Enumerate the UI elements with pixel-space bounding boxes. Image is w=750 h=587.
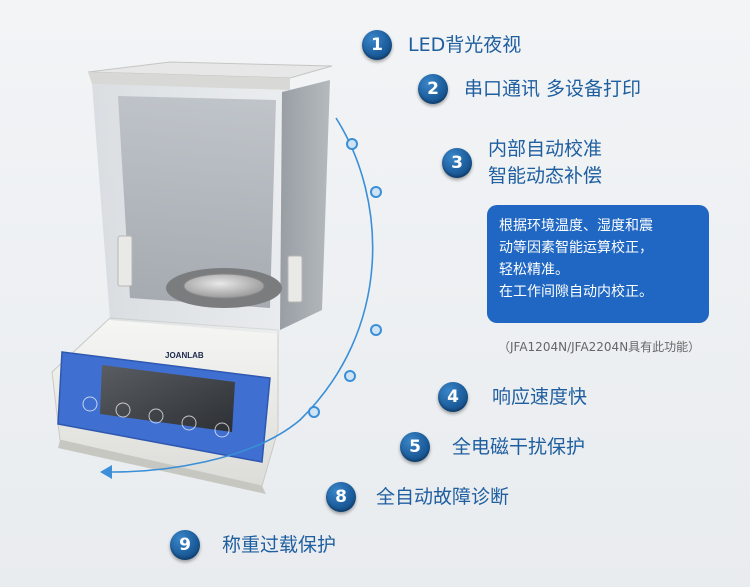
callout-line: 在工作间隙自动内校正。 bbox=[499, 284, 653, 300]
top-cover-front bbox=[88, 72, 290, 90]
feature-number-badge: 9 bbox=[170, 530, 200, 560]
brand-logo: JOANLAB bbox=[165, 351, 204, 360]
power-key-icon bbox=[82, 396, 98, 412]
arc-node bbox=[346, 138, 358, 150]
right-door-handle bbox=[287, 255, 303, 303]
feature-label: 全电磁干扰保护 bbox=[452, 435, 586, 458]
feature-label: 称重过载保护 bbox=[222, 533, 337, 556]
feature-number-badge: 3 bbox=[442, 147, 472, 178]
feature-number-badge: 4 bbox=[438, 382, 468, 412]
callout-line: 动等因素智能运算校正， bbox=[499, 240, 653, 256]
arc-node bbox=[370, 186, 382, 198]
tare-key-icon bbox=[214, 422, 230, 438]
feature-fast-response: 4 响应速度快 bbox=[438, 382, 587, 412]
lcd-display bbox=[100, 365, 235, 432]
feature-label: 串口通讯 多设备打印 bbox=[464, 77, 642, 100]
print-key-icon bbox=[115, 402, 131, 418]
feature-label: 响应速度快 bbox=[492, 385, 588, 408]
feature-label: 全自动故障诊断 bbox=[376, 485, 510, 508]
weighing-pan bbox=[183, 273, 265, 299]
left-door-handle bbox=[117, 235, 133, 287]
feature-serial-printing: 2 串口通讯 多设备打印 bbox=[418, 74, 641, 104]
feature-label: 内部自动校准 bbox=[488, 138, 603, 160]
arc-arrow-icon bbox=[100, 465, 112, 479]
callout-line: 轻松精准。 bbox=[499, 262, 569, 278]
mode-key-icon bbox=[148, 408, 164, 424]
base-edge bbox=[58, 440, 266, 494]
feature-fault-diagnosis: 8 全自动故障诊断 bbox=[326, 482, 509, 512]
feature-internal-calibration: 3 内部自动校准 智能动态补偿 bbox=[442, 136, 602, 189]
feature-number-badge: 8 bbox=[326, 482, 356, 512]
arc-node bbox=[370, 324, 382, 336]
feature-number-badge: 5 bbox=[400, 432, 430, 462]
feature-number-badge: 1 bbox=[362, 30, 392, 60]
glass-back-panel bbox=[118, 96, 276, 308]
cal-key-icon bbox=[181, 415, 197, 431]
model-note: （JFA1204N/JFA2204N具有此功能） bbox=[498, 340, 701, 354]
feature-emi-protection: 5 全电磁干扰保护 bbox=[400, 432, 585, 462]
callout-line: 根据环境温度、湿度和震 bbox=[499, 218, 653, 234]
feature-number-badge: 2 bbox=[418, 74, 448, 104]
calibration-callout: 根据环境温度、湿度和震 动等因素智能运算校正， 轻松精准。 在工作间隙自动内校正… bbox=[487, 205, 709, 323]
arc-node bbox=[344, 370, 356, 382]
arc-node bbox=[308, 406, 320, 418]
feature-label: LED背光夜视 bbox=[408, 33, 522, 56]
feature-connector-arc bbox=[111, 117, 374, 473]
feature-led-backlight: 1 LED背光夜视 bbox=[362, 30, 521, 60]
feature-label: 智能动态补偿 bbox=[488, 164, 603, 187]
feature-overload-protection: 9 称重过载保护 bbox=[170, 530, 336, 560]
